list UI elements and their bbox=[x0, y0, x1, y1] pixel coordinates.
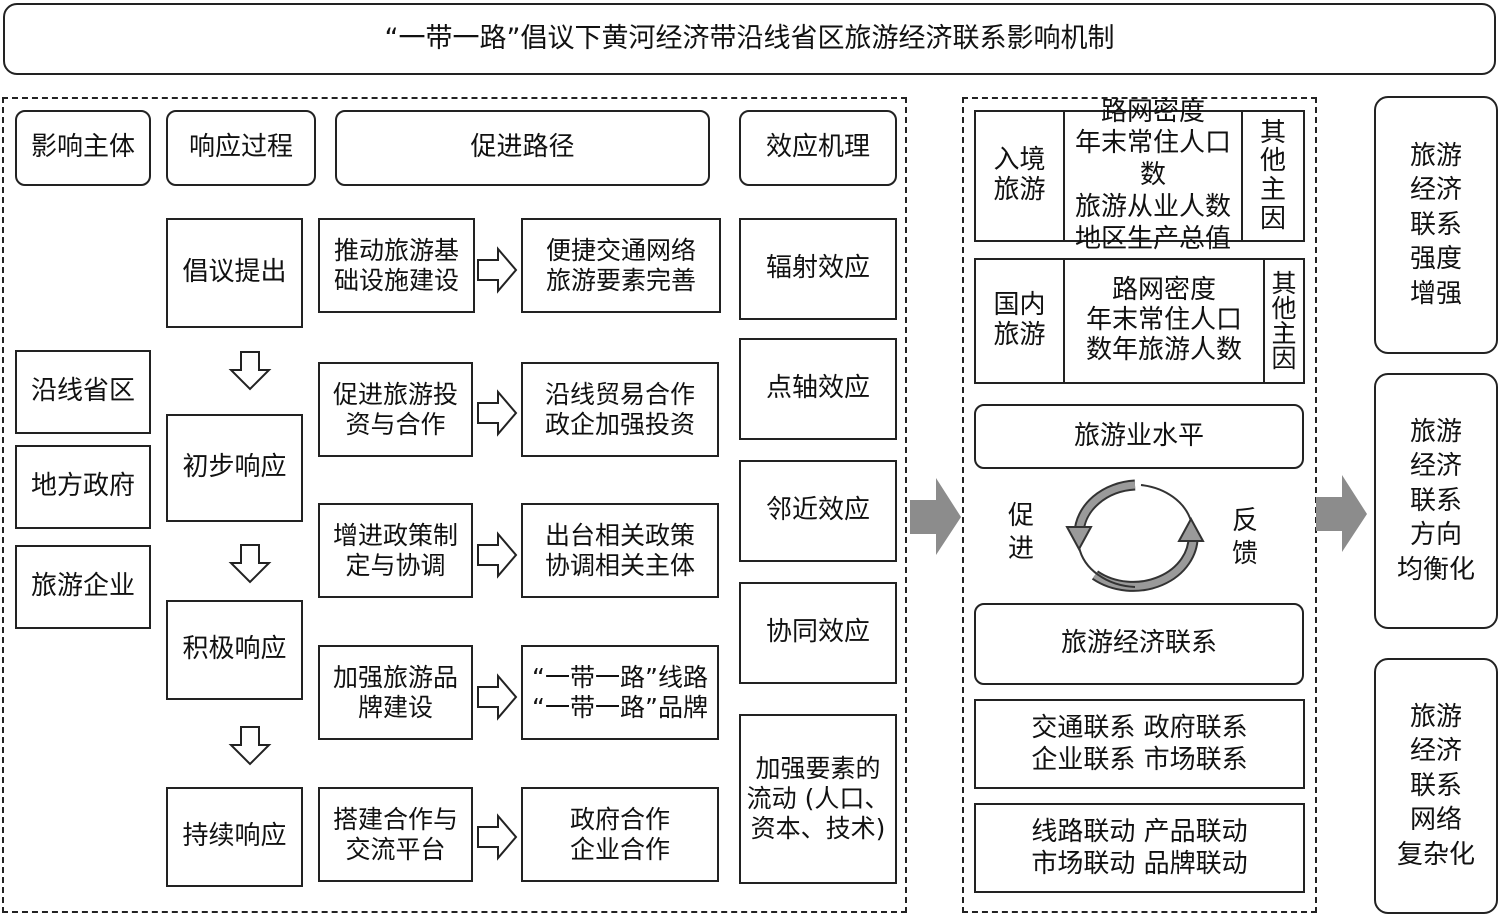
right-arrow-icon bbox=[477, 813, 518, 861]
outcome-trade: 沿线贸易合作 政企加强投资 bbox=[521, 362, 719, 457]
tourism-industry-level: 旅游业水平 bbox=[974, 404, 1304, 469]
inbound-tourism-label: 入境 旅游 bbox=[976, 112, 1065, 240]
result-intensity: 旅游 经济 联系 强度 增强 bbox=[1374, 96, 1498, 354]
header-effect: 效应机理 bbox=[739, 110, 897, 186]
inbound-tourism-items: 路网密度 年末常住人口数 旅游从业人数 地区生产总值 bbox=[1065, 97, 1243, 254]
cycle-arrows-icon bbox=[1065, 479, 1205, 592]
header-response: 响应过程 bbox=[166, 110, 316, 186]
interaction-types: 线路联动 产品联动 市场联动 品牌联动 bbox=[974, 803, 1305, 893]
down-arrow-icon bbox=[228, 544, 272, 584]
header-subject: 影响主体 bbox=[15, 110, 151, 186]
page-title: “一带一路”倡议下黄河经济带沿线省区旅游经济联系影响机制 bbox=[3, 3, 1496, 75]
stage-continuous-response: 持续响应 bbox=[166, 787, 303, 887]
result-network: 旅游 经济 联系 网络 复杂化 bbox=[1374, 658, 1498, 914]
domestic-other-factors: 其 他 主 因 bbox=[1271, 269, 1297, 373]
promotion-label: 促 进 bbox=[1007, 501, 1034, 564]
domestic-tourism-items: 路网密度 年末常住人口 数年旅游人数 bbox=[1065, 260, 1265, 382]
connection-types: 交通联系 政府联系 企业联系 市场联系 bbox=[974, 699, 1305, 789]
effect-factor-flow: 加强要素的 流动 (人口、 资本、技术) bbox=[739, 714, 897, 884]
stage-initial-response: 初步响应 bbox=[166, 414, 303, 522]
domestic-tourism-label: 国内 旅游 bbox=[976, 260, 1065, 382]
block-arrow-icon bbox=[910, 478, 961, 555]
right-arrow-icon bbox=[477, 673, 518, 721]
effect-proximity: 邻近效应 bbox=[739, 460, 897, 562]
action-policy: 增进政策制 定与协调 bbox=[318, 503, 473, 598]
outcome-transport: 便捷交通网络 旅游要素完善 bbox=[521, 218, 721, 313]
right-arrow-icon bbox=[477, 531, 518, 579]
stage-active-response: 积极响应 bbox=[166, 600, 303, 700]
header-path: 促进路径 bbox=[335, 110, 710, 186]
effect-point-axis: 点轴效应 bbox=[739, 338, 897, 440]
feedback-label: 反 馈 bbox=[1231, 506, 1258, 569]
left-mechanism-panel bbox=[2, 97, 907, 913]
tourism-economic-connection: 旅游经济联系 bbox=[974, 603, 1304, 685]
inbound-tourism-factors: 入境 旅游 路网密度 年末常住人口数 旅游从业人数 地区生产总值 其 他 主 因 bbox=[974, 97, 1305, 254]
down-arrow-icon bbox=[228, 726, 272, 766]
subject-provinces: 沿线省区 bbox=[15, 350, 151, 434]
effect-synergy: 协同效应 bbox=[739, 582, 897, 684]
effect-radiation: 辐射效应 bbox=[739, 218, 897, 320]
inbound-other-factors: 其 他 主 因 bbox=[1259, 117, 1286, 234]
result-direction: 旅游 经济 联系 方向 均衡化 bbox=[1374, 373, 1498, 629]
stage-proposal: 倡议提出 bbox=[166, 218, 303, 328]
down-arrow-icon bbox=[228, 351, 272, 391]
block-arrow-icon bbox=[1316, 475, 1367, 552]
action-infrastructure: 推动旅游基 础设施建设 bbox=[318, 218, 475, 313]
outcome-policies: 出台相关政策 协调相关主体 bbox=[521, 503, 719, 598]
right-arrow-icon bbox=[477, 246, 518, 294]
outcome-routes-brand: “一带一路”线路 “一带一路”品牌 bbox=[521, 645, 719, 740]
action-platform: 搭建合作与 交流平台 bbox=[318, 787, 473, 882]
right-arrow-icon bbox=[477, 389, 518, 437]
action-brand: 加强旅游品 牌建设 bbox=[318, 645, 473, 740]
domestic-tourism-factors: 国内 旅游 路网密度 年末常住人口 数年旅游人数 其 他 主 因 bbox=[974, 258, 1305, 384]
subject-tourism-enterprises: 旅游企业 bbox=[15, 545, 151, 629]
outcome-cooperation: 政府合作 企业合作 bbox=[521, 787, 719, 882]
action-investment: 促进旅游投 资与合作 bbox=[318, 362, 473, 457]
subject-local-government: 地方政府 bbox=[15, 445, 151, 529]
